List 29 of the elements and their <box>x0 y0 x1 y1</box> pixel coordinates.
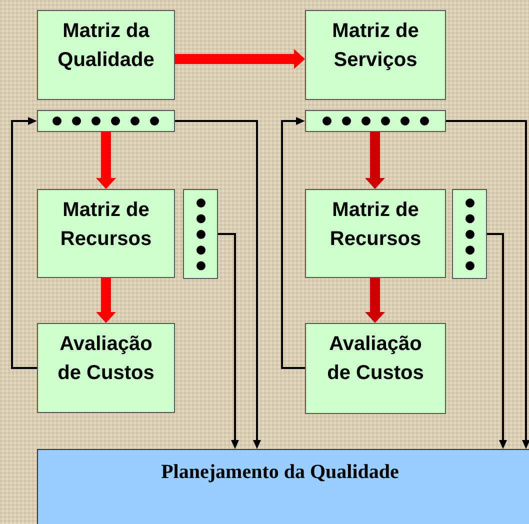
process-label: Matriz de Recursos <box>59 198 153 252</box>
dot-column-box <box>452 189 487 279</box>
process-box <box>305 189 446 278</box>
process-box <box>37 10 175 100</box>
process-label: Matriz de Recursos <box>328 198 422 252</box>
process-box <box>37 189 175 278</box>
arrow <box>365 278 385 323</box>
dot-column-box <box>183 189 218 279</box>
dot-row-box <box>305 110 446 132</box>
arrow <box>96 278 116 323</box>
arrow <box>96 132 116 189</box>
arrow <box>365 132 385 189</box>
process-label: Avaliação de Custos <box>326 332 425 386</box>
process-label: Avaliação de Custos <box>56 332 156 386</box>
arrow <box>446 120 529 449</box>
arrow <box>11 117 37 369</box>
arrow <box>175 49 305 69</box>
arrow <box>218 233 239 449</box>
output-title: Planejamento da Qualidade <box>161 460 400 484</box>
process-box <box>37 323 175 413</box>
process-label: Matriz da Qualidade <box>56 19 156 73</box>
process-box <box>305 323 446 414</box>
arrow <box>281 117 305 369</box>
output-box <box>37 449 529 524</box>
process-box <box>305 10 446 100</box>
process-label: Matriz de Serviços <box>331 19 420 73</box>
dot-row-box <box>37 110 175 132</box>
arrow <box>175 120 261 449</box>
arrow <box>487 233 507 449</box>
